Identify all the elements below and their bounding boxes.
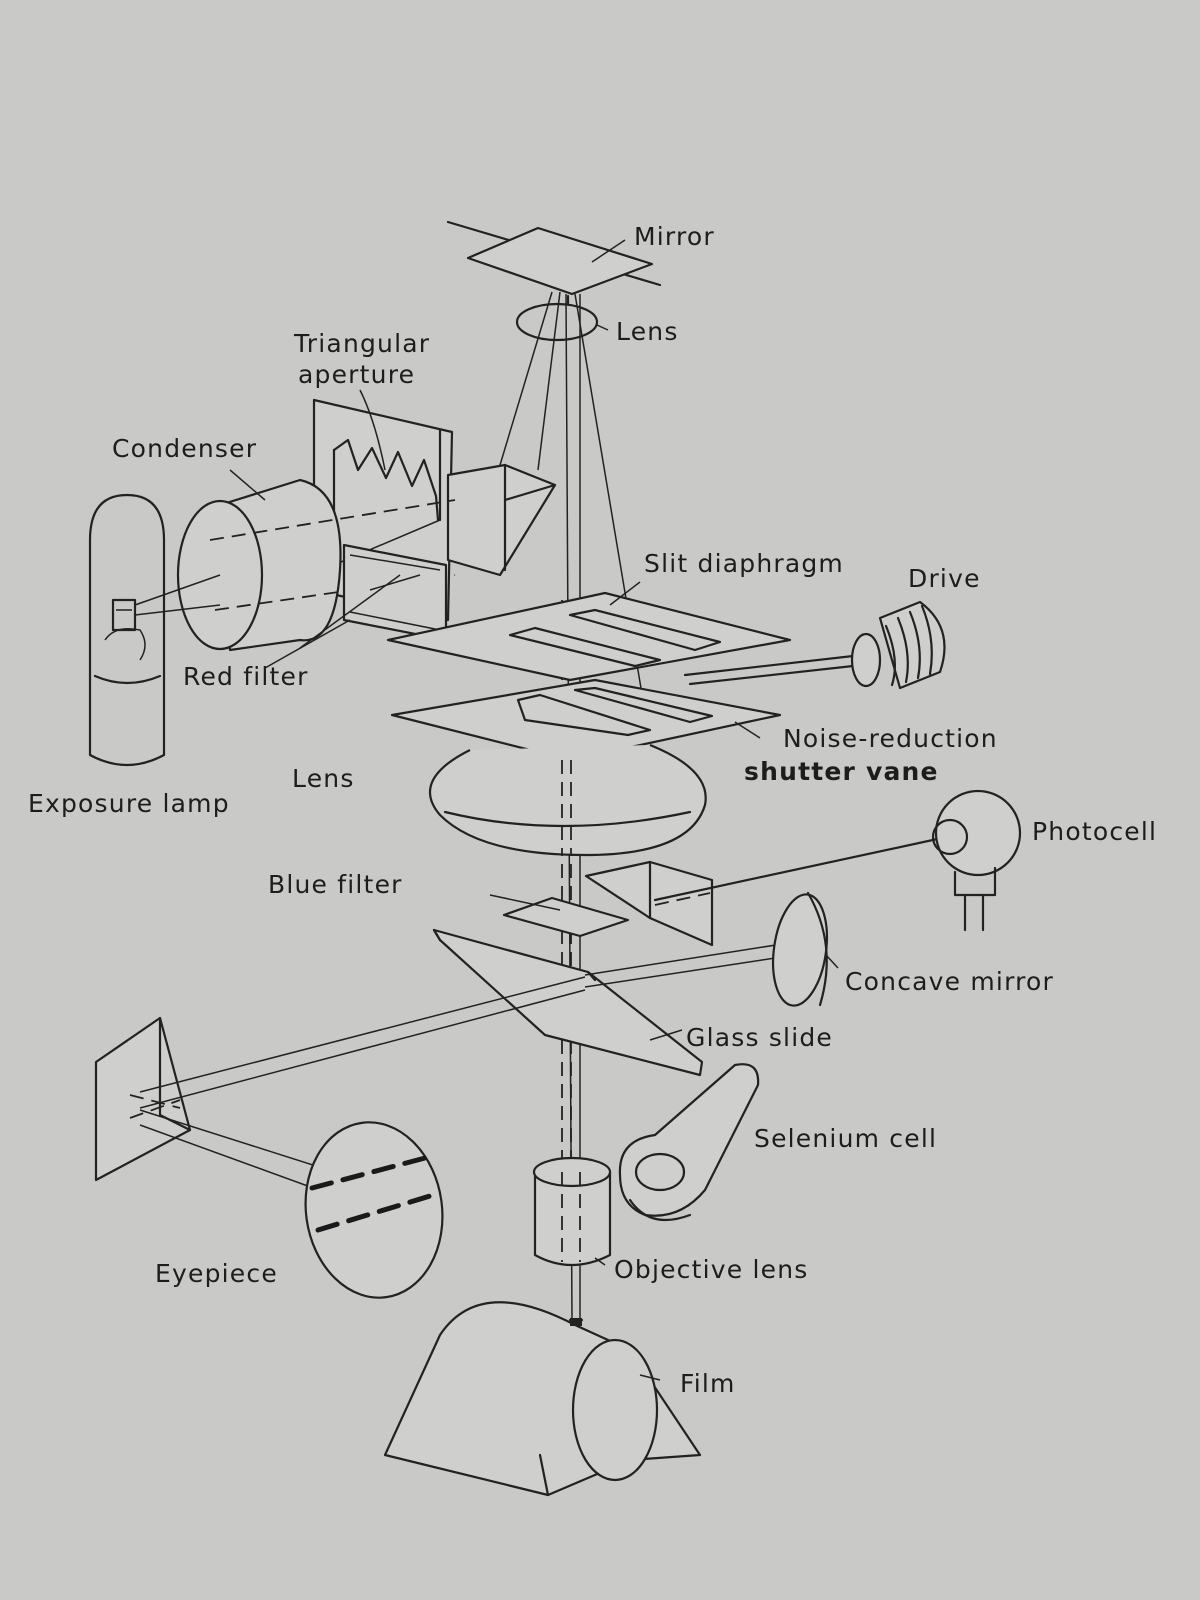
label-selenium-cell: Selenium cell <box>754 1124 937 1153</box>
concave-mirror <box>771 891 829 1007</box>
slit-diaphragm <box>386 591 864 686</box>
exposure-lamp <box>88 493 221 766</box>
label-film: Film <box>680 1369 736 1398</box>
label-eyepiece: Eyepiece <box>155 1259 278 1288</box>
label-noise-reduction-line1: Noise-reduction <box>783 724 998 753</box>
lens-middle <box>429 743 707 857</box>
film <box>383 1301 702 1497</box>
glass-slide <box>432 928 796 1077</box>
drive <box>850 600 946 690</box>
photocell-prism <box>584 836 944 947</box>
label-red-filter: Red filter <box>183 662 309 691</box>
photocell <box>931 789 1022 932</box>
label-blue-filter: Blue filter <box>268 870 403 899</box>
noise-reduction-shutter-vane <box>390 678 782 762</box>
label-lens-middle: Lens <box>292 764 355 793</box>
label-photocell: Photocell <box>1032 817 1157 846</box>
labels: Mirror Lens Triangular aperture Condense… <box>28 222 1157 1398</box>
label-slit-diaphragm: Slit diaphragm <box>644 549 844 578</box>
label-triangular-aperture-line1: Triangular <box>293 329 430 358</box>
label-mirror: Mirror <box>634 222 715 251</box>
blue-filter <box>489 894 630 938</box>
label-noise-reduction-line2: shutter vane <box>744 757 939 786</box>
label-objective-lens: Objective lens <box>614 1255 809 1284</box>
label-triangular-aperture-line2: aperture <box>298 360 415 389</box>
label-glass-slide: Glass slide <box>686 1023 833 1052</box>
eyepiece <box>304 1121 444 1299</box>
selenium-cell <box>618 1063 760 1222</box>
label-drive: Drive <box>908 564 981 593</box>
label-exposure-lamp: Exposure lamp <box>28 789 230 818</box>
mirror <box>446 220 662 305</box>
label-lens-top: Lens <box>616 317 679 346</box>
objective-lens <box>532 1156 612 1267</box>
label-concave-mirror: Concave mirror <box>845 967 1054 996</box>
leader-lines <box>229 239 839 1381</box>
label-condenser: Condenser <box>112 434 257 463</box>
lens-top <box>515 302 599 342</box>
